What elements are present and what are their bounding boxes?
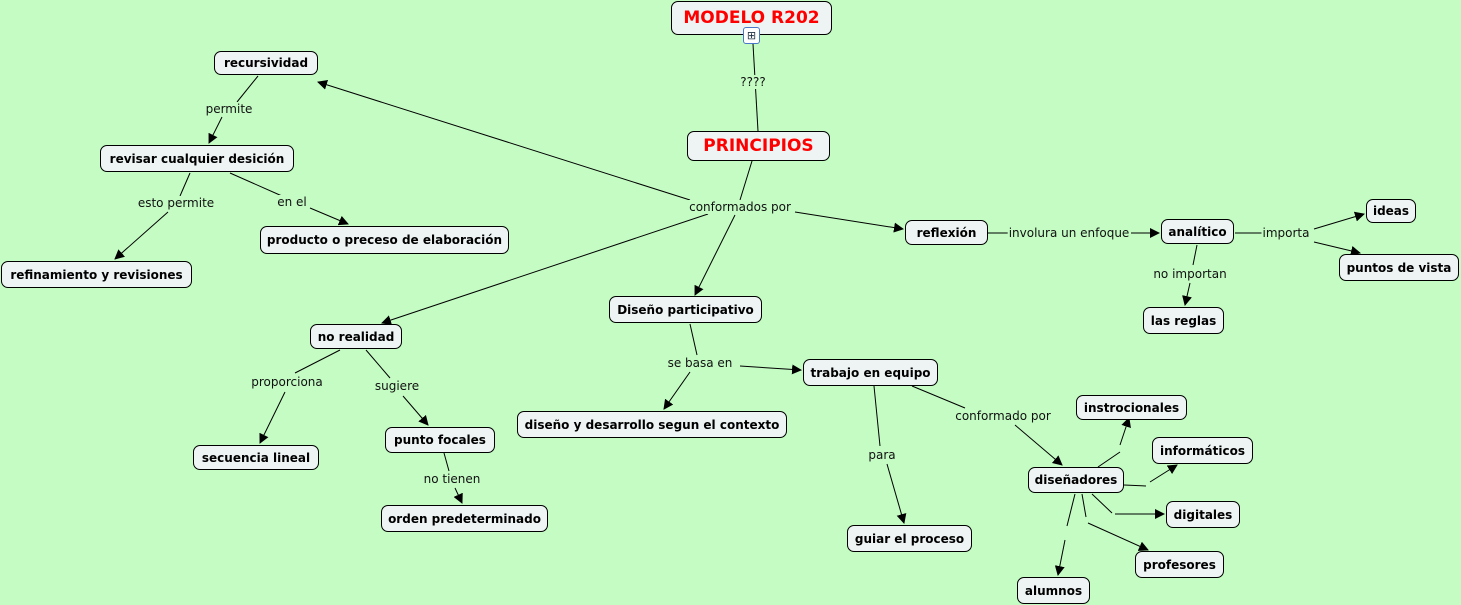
concept-principios[interactable]: PRINCIPIOS [687, 131, 830, 161]
submap-icon[interactable]: ⊞ [743, 27, 760, 44]
concept-guiar-el-proceso[interactable]: guiar el proceso [847, 525, 972, 552]
link-label: no tienen [422, 472, 482, 486]
concept-las-reglas[interactable]: las reglas [1143, 307, 1224, 334]
link-label: conformados por [688, 200, 792, 214]
link-label: involura un enfoque [1007, 226, 1131, 240]
link-label: sugiere [373, 379, 421, 393]
link-label: importa [1261, 226, 1311, 240]
link-label: permite [204, 102, 254, 116]
link-label: se basa en [666, 356, 734, 370]
concept-ideas[interactable]: ideas [1366, 199, 1416, 223]
link-label: para [867, 448, 897, 462]
concept-revisar[interactable]: revisar cualquier desición [100, 145, 294, 172]
link-label: en el [276, 195, 308, 209]
concept-puntos-de-vista[interactable]: puntos de vista [1339, 254, 1459, 281]
concept-diseno-desarrollo[interactable]: diseño y desarrollo segun el contexto [517, 411, 787, 438]
link-label: esto permite [136, 196, 216, 210]
concept-profesores[interactable]: profesores [1135, 551, 1224, 578]
concept-disenadores[interactable]: diseñadores [1028, 467, 1124, 493]
concept-informaticos[interactable]: informáticos [1152, 437, 1253, 464]
concept-instrocionales[interactable]: instrocionales [1076, 395, 1187, 420]
concept-alumnos[interactable]: alumnos [1017, 577, 1090, 604]
concept-orden-predeterminado[interactable]: orden predeterminado [381, 505, 548, 532]
concept-secuencia-lineal[interactable]: secuencia lineal [193, 445, 319, 470]
concept-modelo-r202[interactable]: MODELO R202 [671, 1, 832, 35]
concept-reflexion[interactable]: reflexión [905, 220, 988, 245]
concept-digitales[interactable]: digitales [1166, 501, 1240, 528]
link-label: proporciona [250, 375, 324, 389]
concept-analitico[interactable]: analítico [1161, 219, 1234, 244]
concept-diseno-participativo[interactable]: Diseño participativo [609, 296, 762, 323]
concept-no-realidad[interactable]: no realidad [310, 324, 402, 349]
link-label: conformado por [954, 409, 1052, 423]
link-label: ???? [739, 75, 767, 89]
link-label: no importan [1152, 267, 1228, 281]
concept-punto-focales[interactable]: punto focales [385, 427, 495, 453]
concept-trabajo-en-equipo[interactable]: trabajo en equipo [803, 359, 938, 386]
concept-producto[interactable]: producto o preceso de elaboración [260, 226, 509, 254]
concept-refinamiento[interactable]: refinamiento y revisiones [1, 261, 192, 288]
concept-recursividad[interactable]: recursividad [214, 51, 318, 75]
